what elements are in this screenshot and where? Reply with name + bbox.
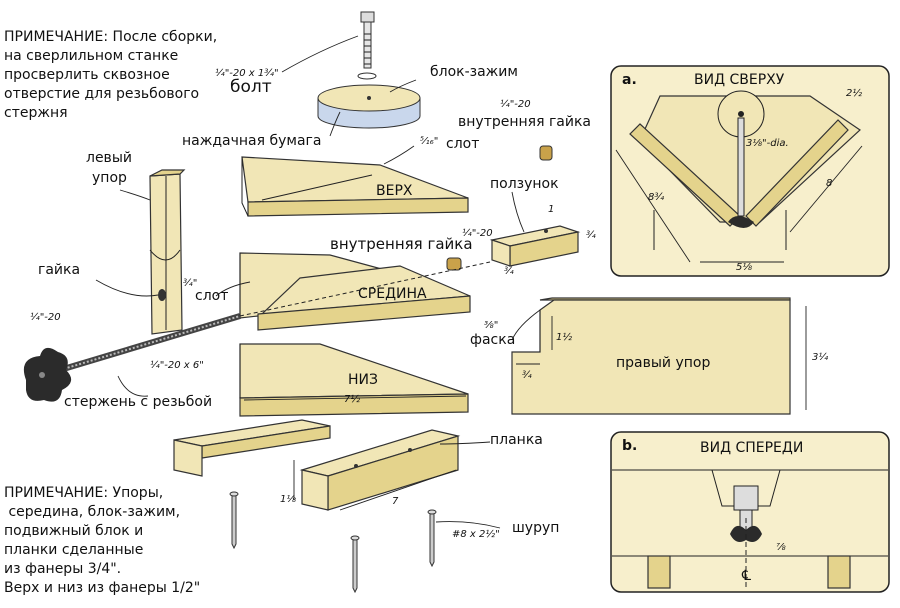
screw-parts (229, 491, 437, 594)
insert-nut-size-1: ¼"-20 (500, 98, 531, 110)
top-part (241, 156, 469, 217)
screw-size-label: #8 x 2½" (452, 528, 500, 540)
rod-label: стержень с резьбой (64, 394, 212, 410)
leader-lines (95, 35, 541, 529)
insert-nut-size-2: ¼"-20 (462, 227, 493, 239)
insert-nut-parts (446, 145, 553, 271)
view-b-title: ВИД СПЕРЕДИ (700, 440, 803, 456)
strip-parts (173, 419, 461, 511)
insert-nut-label-2: внутренняя гайка (330, 235, 473, 253)
strip-height-dim: 1⅛ (280, 494, 296, 505)
view-b-panel (610, 431, 890, 593)
bottom-label: НИЗ (348, 372, 378, 388)
right-stop-part (511, 297, 791, 415)
middle-label: СРЕДИНА (358, 286, 427, 302)
slider-w-dim: 1 (548, 204, 554, 215)
view-b-cl: ℄ (741, 568, 751, 584)
view-a-panel (610, 65, 890, 277)
bottom-part (239, 343, 469, 417)
left-stop-label-1: левый (86, 150, 132, 166)
strip-label: планка (490, 432, 543, 448)
middle-part (239, 252, 471, 331)
slot-top-label: слот (446, 136, 479, 152)
bolt-size-label: ¼"-20 x 1¾" (215, 67, 279, 79)
dimension-lines (243, 306, 807, 511)
rod-part (23, 261, 491, 402)
view-b-dim: ⅞ (776, 542, 786, 553)
left-stop-label-2: упор (92, 170, 127, 186)
view-a-title: ВИД СВЕРХУ (694, 72, 785, 88)
top-label: ВЕРХ (376, 183, 413, 199)
slider-label: ползунок (490, 176, 559, 192)
rod-size-label: ¼"-20 x 6" (150, 359, 204, 371)
knob-size-label: ¼"-20 (30, 311, 61, 323)
insert-nut-label-1: внутренняя гайка (458, 114, 591, 130)
right-stop-label: правый упор (616, 355, 710, 371)
slider-part (489, 225, 581, 267)
view-a-disc: 3⅛"-dia. (746, 138, 789, 149)
view-a-dim-right: 8 (826, 178, 832, 189)
bolt-part (357, 11, 377, 80)
chamfer-label: фаска (470, 332, 515, 348)
sandpaper-label: наждачная бумага (182, 133, 321, 149)
note-top: ПРИМЕЧАНИЕ: После сборки, на сверлильном… (4, 29, 218, 121)
rs-w-dim: ¾ (522, 370, 532, 381)
note-bottom: ПРИМЕЧАНИЕ: Упоры, середина, блок-зажим,… (4, 485, 201, 596)
clamp-block-part (317, 84, 421, 129)
slot-mid-dim: ¾" (183, 278, 197, 289)
screw-label: шуруп (512, 520, 559, 536)
bottom-dim: 7½ (344, 393, 360, 405)
view-a-dim-bottom: 5⅛ (736, 262, 752, 273)
nut-label: гайка (38, 262, 80, 278)
view-a-dim-top: 2½ (846, 87, 862, 99)
view-a-dim-left: 8¾ (648, 192, 664, 203)
rs-notch-dim: 1½ (556, 331, 572, 343)
left-stop-part (149, 169, 186, 335)
slot-mid-label: слот (195, 288, 228, 304)
view-a-letter: a. (622, 72, 637, 88)
clamp-block-label: блок-зажим (430, 64, 518, 80)
slider-h-dim: ¾ (586, 230, 596, 241)
chamfer-dim: ⅜" (484, 320, 498, 331)
view-b-letter: b. (622, 438, 637, 454)
rs-h-dim: 3¼ (812, 351, 828, 363)
bolt-label: болт (230, 77, 272, 97)
slider-d-dim: ¾ (504, 266, 514, 277)
strip-len-dim: 7 (392, 496, 399, 507)
slot-top-dim: ⁵⁄₁₆" (420, 136, 438, 147)
